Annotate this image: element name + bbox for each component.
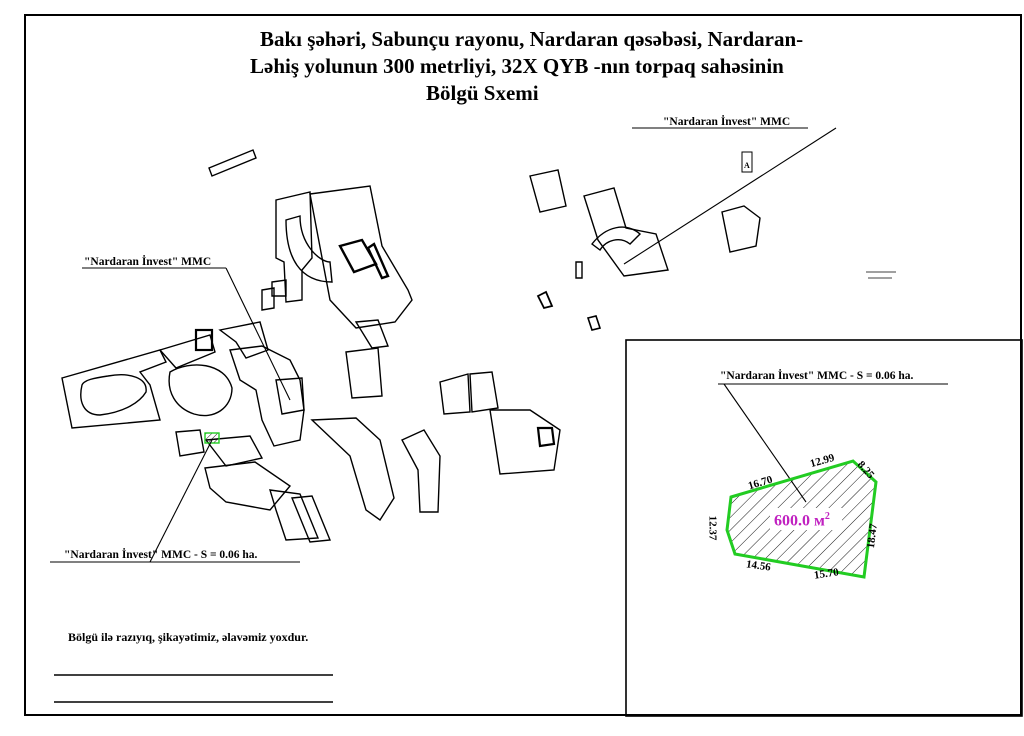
parcel-area-label: 600.0 м2	[774, 511, 830, 530]
dimension-label-d7: 12.37	[706, 515, 719, 541]
area-label-background	[770, 508, 842, 530]
building-outlines	[61, 149, 761, 543]
title-line-2: Ləhiş yolunun 300 metrliyi, 32X QYB -nın…	[250, 54, 784, 78]
map-title: Bakı şəhəri, Sabunçu rayonu, Nardaran qə…	[240, 26, 880, 107]
map-frame	[24, 14, 1022, 716]
north-marker: A	[744, 161, 750, 170]
inset-panel	[625, 339, 1023, 717]
owner-label-bottom-left: "Nardaran İnvest" MMC - S = 0.06 ha.	[64, 549, 258, 561]
parcel-area-value: 600.0 м	[774, 512, 825, 530]
survey-mark: A	[741, 151, 896, 279]
title-line-1: Bakı şəhəri, Sabunçu rayonu, Nardaran qə…	[260, 27, 804, 51]
parcel-area-unit-exponent: 2	[824, 511, 830, 522]
parcel-marker	[204, 432, 220, 444]
owner-label-inset: "Nardaran İnvest" MMC - S = 0.06 ha.	[720, 370, 914, 382]
owner-label-top-right: "Nardaran İnvest" MMC	[663, 116, 791, 128]
signature-statement: Bölgü ilə razıyıq, şikayətimiz, əlavəmiz…	[68, 630, 309, 644]
title-line-3: Bölgü Sxemi	[426, 81, 539, 105]
owner-label-left: "Nardaran İnvest" MMC	[84, 256, 212, 268]
